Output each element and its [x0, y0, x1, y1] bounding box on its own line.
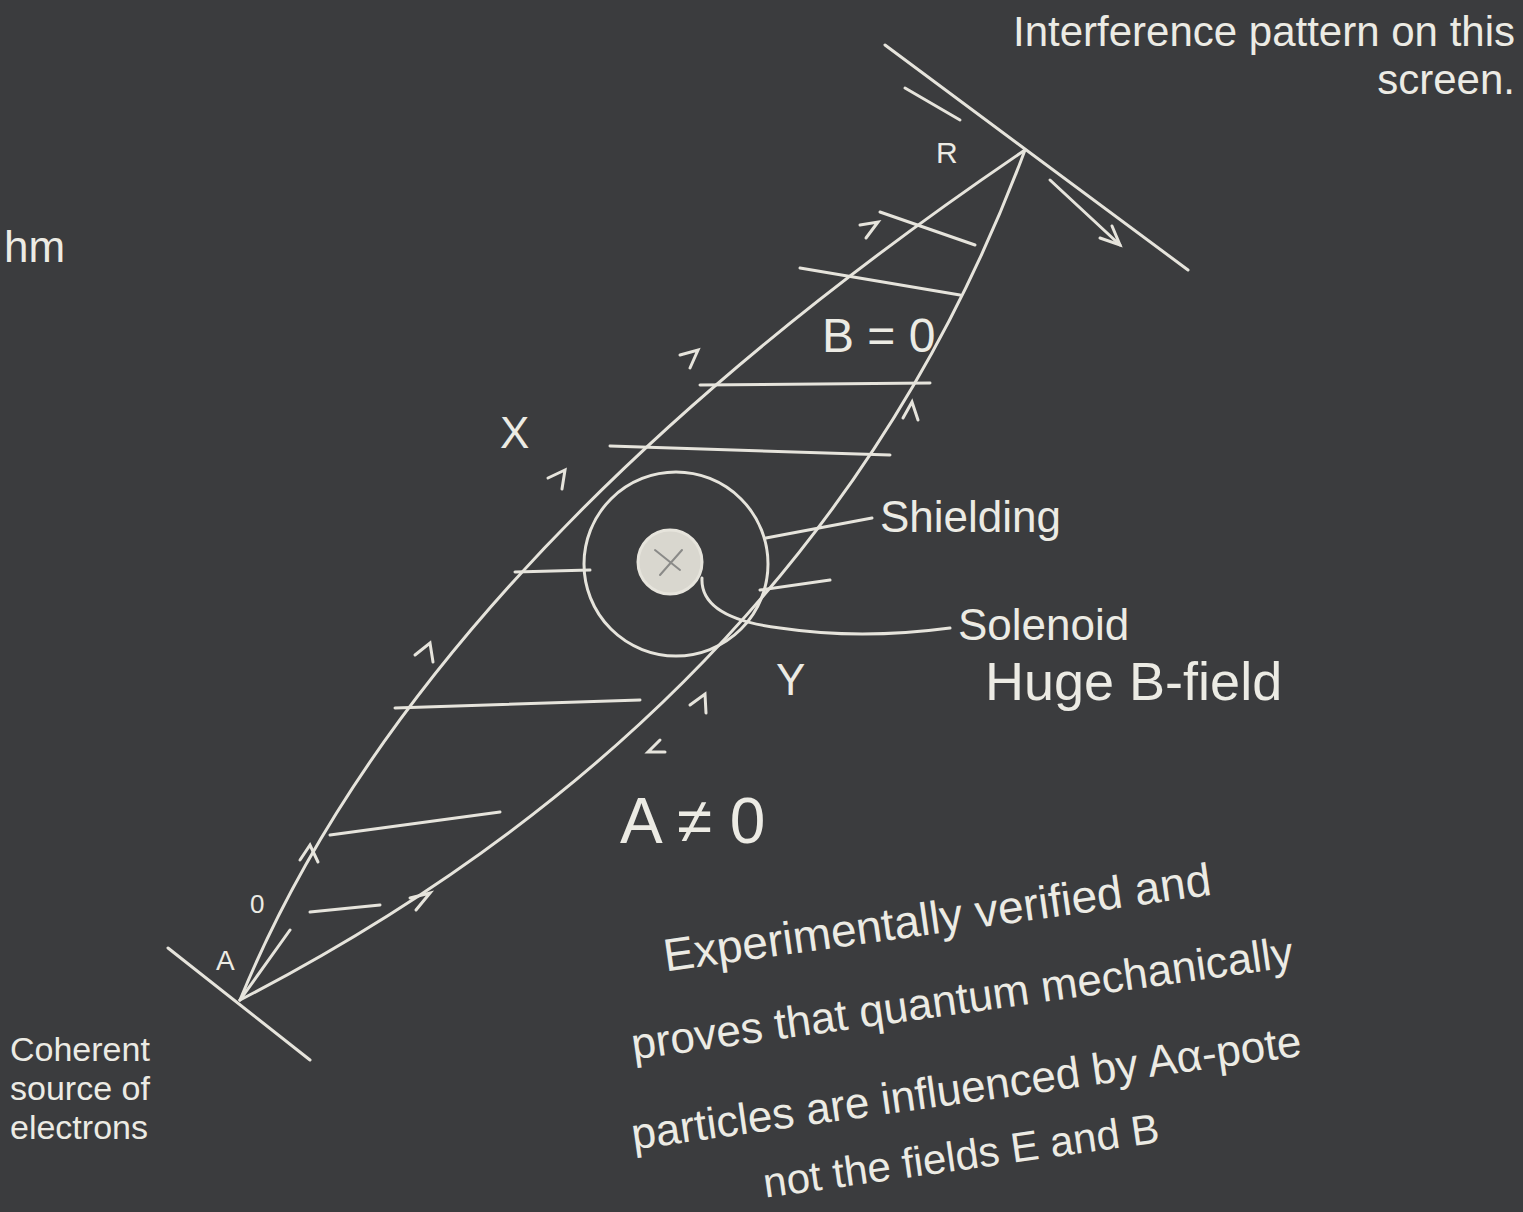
part-label: Solenoid — [958, 600, 1129, 651]
potential-label: A ≠ 0 — [620, 785, 765, 859]
point-label: 0 — [250, 890, 264, 920]
path-label: Y — [776, 655, 805, 706]
source-label: Coherent source of electrons — [10, 1030, 250, 1147]
screen-note: Interference pattern on this screen. — [995, 8, 1515, 105]
path-label: X — [500, 408, 529, 459]
point-label: A — [216, 945, 235, 977]
field-label: Huge B-field — [985, 650, 1282, 712]
field-label: B = 0 — [822, 308, 935, 363]
partial-word: hm — [4, 222, 65, 273]
part-label: Shielding — [880, 492, 1061, 543]
point-label: R — [936, 136, 958, 171]
